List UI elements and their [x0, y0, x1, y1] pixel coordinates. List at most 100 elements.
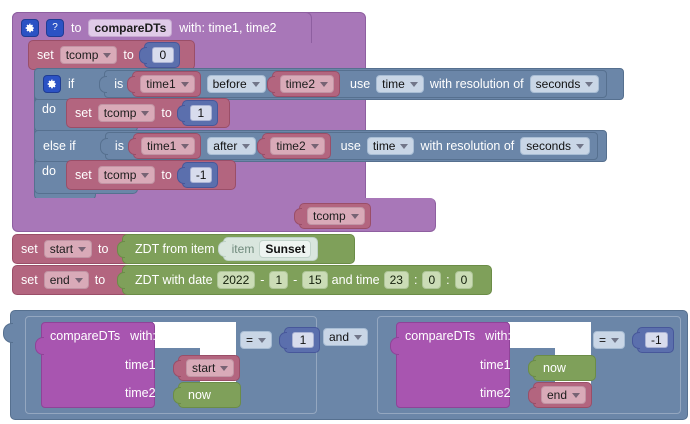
- number-field[interactable]: 0: [151, 47, 174, 63]
- procedure-to-label: to: [71, 21, 82, 35]
- number-field[interactable]: 1: [189, 105, 212, 121]
- zdt-from-item-block[interactable]: ZDT from item item Sunset: [117, 234, 355, 264]
- variable-dropdown-start[interactable]: start: [186, 359, 235, 377]
- now-label: now: [188, 388, 211, 402]
- set-variable-block-1[interactable]: set tcomp to 1: [66, 98, 230, 128]
- comparison-block-left[interactable]: = 1: [240, 327, 321, 353]
- chevron-down-icon: [354, 334, 363, 340]
- hour-field[interactable]: 23: [383, 271, 409, 289]
- use-dropdown-time[interactable]: time: [376, 75, 424, 93]
- value-plug: [35, 337, 44, 355]
- variable-get-start[interactable]: start: [173, 355, 241, 381]
- variable-get-time2[interactable]: time2: [266, 71, 340, 97]
- set-label: set: [75, 106, 92, 120]
- datetime-compare-block-2[interactable]: is time1 after time2 use: [99, 132, 598, 160]
- if-condition-row-1[interactable]: if is time1 before time2: [34, 68, 624, 100]
- use-label: use: [350, 77, 371, 91]
- variable-get-time1[interactable]: time1: [127, 71, 201, 97]
- set-variable-block-start[interactable]: set start to: [12, 234, 136, 264]
- number-field[interactable]: -1: [189, 167, 213, 183]
- item-name-field[interactable]: Sunset: [259, 240, 312, 258]
- chevron-down-icon: [103, 52, 112, 58]
- if-condition-row-2[interactable]: else if is time1 after time2: [34, 130, 607, 162]
- use-dropdown-time[interactable]: time: [366, 137, 415, 155]
- variable-dropdown-tcomp[interactable]: tcomp: [97, 104, 156, 122]
- chevron-down-icon: [242, 143, 251, 149]
- variable-dropdown-time1[interactable]: time1: [140, 137, 196, 155]
- call-procedure-block-left[interactable]: [35, 322, 155, 408]
- call-right-header: compareDTs with:: [405, 329, 511, 343]
- number-field[interactable]: 1: [292, 332, 315, 348]
- and-operator-dropdown[interactable]: and: [323, 328, 369, 346]
- variable-dropdown-end[interactable]: end: [43, 271, 89, 289]
- date-separator: -: [260, 273, 265, 287]
- variable-dropdown-tcomp[interactable]: tcomp: [59, 46, 118, 64]
- procedure-return-row[interactable]: return: [12, 198, 436, 232]
- datetime-now-block-left[interactable]: now: [173, 382, 241, 408]
- gear-icon[interactable]: [43, 75, 61, 93]
- variable-get-time1[interactable]: time1: [127, 133, 202, 159]
- variable-name: tcomp: [313, 209, 346, 223]
- datetime-now-block-right[interactable]: now: [528, 355, 596, 381]
- variable-name: time1: [146, 139, 177, 153]
- datetime-compare-block-1[interactable]: is time1 before time2 use: [99, 70, 608, 98]
- variable-dropdown-tcomp[interactable]: tcomp: [307, 207, 365, 225]
- comparison-block-right[interactable]: = -1: [593, 327, 674, 353]
- value-plug: [390, 337, 399, 355]
- minute-field[interactable]: 0: [422, 271, 442, 289]
- value-plug: [173, 360, 181, 377]
- variable-dropdown-end[interactable]: end: [541, 386, 587, 404]
- procedure-definition-block[interactable]: ? to compareDTs with: time1, time2 set t…: [6, 6, 672, 232]
- value-plug: [138, 47, 147, 64]
- variable-name: end: [547, 388, 568, 402]
- procedure-header[interactable]: ? to compareDTs with: time1, time2: [12, 12, 312, 43]
- day-field[interactable]: 15: [302, 271, 328, 289]
- set-variable-block-end[interactable]: set end to: [12, 265, 136, 295]
- call-name-label: compareDTs: [405, 329, 476, 343]
- to-label: to: [123, 48, 134, 62]
- call-block-gap-fill-right: [508, 322, 591, 348]
- number-block-1[interactable]: 1: [176, 100, 218, 126]
- chevron-down-icon: [180, 81, 189, 87]
- number-block-0[interactable]: 0: [138, 42, 180, 68]
- month-field[interactable]: 1: [269, 271, 289, 289]
- gear-icon[interactable]: [21, 19, 39, 37]
- procedure-name-field[interactable]: compareDTs: [88, 19, 173, 37]
- zdt-with-date-block[interactable]: ZDT with date 2022 - 1 - 15 and time 23 …: [117, 265, 492, 295]
- comparator-dropdown-right[interactable]: =: [593, 331, 626, 349]
- variable-dropdown-tcomp[interactable]: tcomp: [97, 166, 156, 184]
- variable-dropdown-time2[interactable]: time2: [270, 137, 325, 155]
- and-operator-wrapper[interactable]: and: [323, 328, 369, 346]
- value-plug: [127, 76, 136, 93]
- resolution-dropdown-seconds[interactable]: seconds: [520, 137, 590, 155]
- number-block-right[interactable]: -1: [632, 327, 674, 353]
- chevron-down-icon: [78, 246, 87, 252]
- variable-dropdown-time1[interactable]: time1: [140, 75, 195, 93]
- resolution-dropdown-seconds[interactable]: seconds: [529, 75, 600, 93]
- comparator-dropdown-left[interactable]: =: [240, 331, 273, 349]
- to-label: to: [161, 106, 172, 120]
- number-field[interactable]: -1: [645, 332, 668, 348]
- call-procedure-block-right[interactable]: [390, 322, 510, 408]
- year-field[interactable]: 2022: [216, 271, 256, 289]
- item-block-sunset[interactable]: item Sunset: [217, 237, 319, 261]
- variable-get-tcomp-return[interactable]: tcomp: [294, 203, 371, 229]
- set-variable-block-init[interactable]: set tcomp to 0: [28, 40, 195, 70]
- help-icon[interactable]: ?: [46, 19, 64, 37]
- number-block-left[interactable]: 1: [279, 327, 321, 353]
- variable-get-end[interactable]: end: [528, 382, 593, 408]
- set-variable-block-2[interactable]: set tcomp to -1: [66, 160, 236, 190]
- variable-get-time2[interactable]: time2: [257, 133, 331, 159]
- call-right-arg1: time1: [480, 358, 511, 372]
- variable-dropdown-time2[interactable]: time2: [279, 75, 334, 93]
- is-label: is: [114, 139, 124, 153]
- and-left-operand-frame: [25, 316, 317, 414]
- operator-dropdown-before[interactable]: before: [206, 75, 266, 93]
- number-block-minus1[interactable]: -1: [176, 162, 219, 188]
- else-if-label: else if: [43, 139, 76, 153]
- second-field[interactable]: 0: [454, 271, 474, 289]
- operator-dropdown-after[interactable]: after: [207, 137, 257, 155]
- variable-dropdown-start[interactable]: start: [43, 240, 93, 258]
- and-right-operand-frame: [377, 316, 681, 414]
